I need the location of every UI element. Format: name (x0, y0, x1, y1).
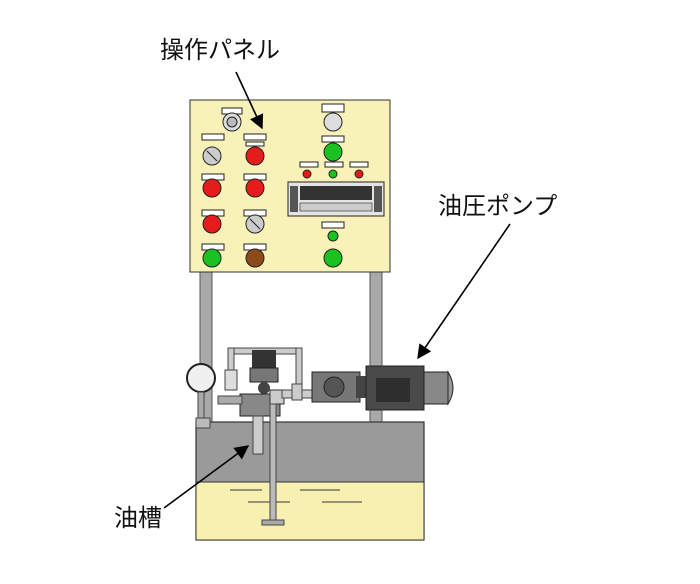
piping-and-valves (217, 347, 313, 526)
oil-tank-label: 油槽 (114, 504, 162, 532)
switch-bottom-right (321, 221, 345, 268)
selector-switch-icon (221, 107, 243, 132)
electric-motor-icon (311, 365, 454, 411)
switch-row-1 (201, 133, 267, 166)
oil-level (195, 481, 425, 541)
control-panel-label: 操作パネル (160, 36, 280, 64)
oil-tank (195, 421, 425, 541)
pressure-gauge-icon (186, 363, 216, 429)
control-panel (189, 99, 391, 273)
switch-row-2 (201, 173, 267, 198)
arrow-hydraulic-pump (417, 223, 511, 360)
switch-top-right (321, 103, 345, 162)
switch-row-4 (201, 243, 267, 268)
switch-row-3 (201, 209, 267, 234)
controller-unit (287, 181, 385, 217)
hydraulic-pump-label: 油圧ポンプ (438, 192, 558, 220)
indicator-lamps (299, 161, 369, 179)
arrow-control-panel (235, 71, 264, 130)
arrow-oil-tank (163, 445, 250, 509)
